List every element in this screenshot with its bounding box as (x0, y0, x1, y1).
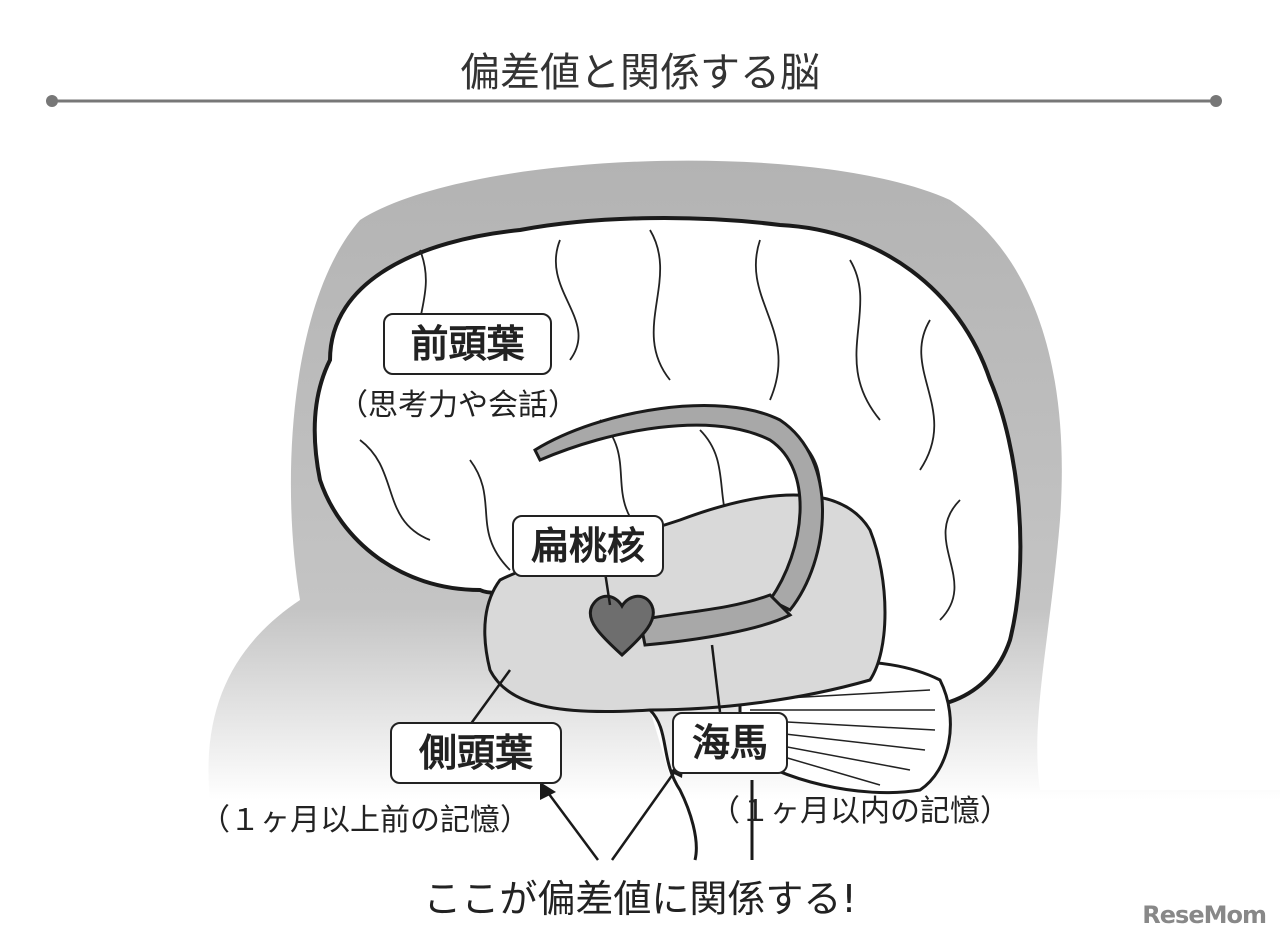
amygdala-heart (588, 594, 655, 658)
brainstem (648, 708, 698, 861)
label-frontal-lobe: 前頭葉 (383, 313, 552, 375)
fornix-arc (533, 404, 824, 612)
watermark-logo: ReseMom (1142, 901, 1267, 929)
temporal-lobe (483, 493, 887, 714)
brain-folds (359, 229, 961, 621)
leader-lines (468, 571, 722, 861)
label-hippocampus: 海馬 (672, 712, 788, 774)
hippocampus-description: （１ヶ月以内の記憶） (710, 794, 1010, 829)
caption: ここが偏差値に関係する! (423, 877, 857, 921)
label-amygdala: 扁桃核 (512, 515, 664, 577)
frontal-lobe-description: （思考力や会話） (338, 388, 578, 423)
temporal-lobe-description: （１ヶ月以上前の記憶） (200, 803, 530, 838)
page-title: 偏差値と関係する脳 (460, 50, 820, 96)
hippocampus-shape (638, 593, 793, 647)
label-temporal-lobe: 側頭葉 (390, 722, 562, 784)
title-rule (46, 95, 1222, 107)
